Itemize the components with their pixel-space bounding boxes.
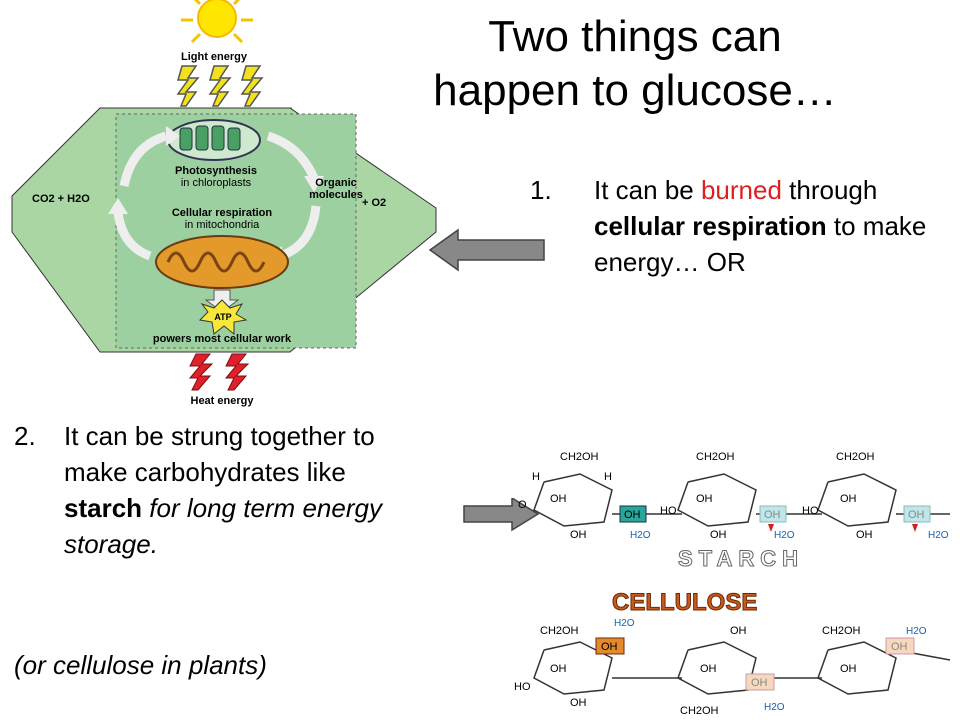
- point-1-mid: through: [781, 175, 878, 205]
- starch-oh-faded-1: OH: [764, 509, 781, 521]
- light-bolts-icon: [176, 65, 264, 107]
- cellulose-oh-4: OH: [730, 625, 747, 637]
- ch2oh-1: CH2OH: [560, 451, 599, 463]
- starch-oh-box-label: OH: [624, 509, 641, 521]
- cellulose-oh-3: OH: [840, 663, 857, 675]
- cellulose-ch2oh-1: CH2OH: [540, 625, 579, 637]
- cellulose-label: CELLULOSE: [612, 589, 757, 616]
- heat-bolts-icon: [188, 353, 250, 391]
- ch2oh-3: CH2OH: [836, 451, 875, 463]
- starch-label: STARCH: [678, 546, 804, 571]
- cellulose-h2o-2: H2O: [764, 702, 785, 713]
- cellulose-oh-box: [595, 637, 625, 655]
- starch-oh-5: OH: [840, 493, 857, 505]
- point-1-number: 1.: [530, 175, 552, 205]
- mitochondria-label: in mitochondria: [185, 219, 260, 231]
- starch-ho-1: HO: [660, 505, 677, 517]
- starch-oh-3: OH: [696, 493, 713, 505]
- cellulose-ch2oh-2: CH2OH: [680, 705, 719, 717]
- cellulose-oh-faded-2: OH: [891, 641, 908, 653]
- starch-h-2: H: [604, 471, 612, 483]
- atp-burst-icon: [198, 299, 248, 336]
- point-1-post: to make energy… OR: [594, 211, 927, 277]
- energy-cycle-diagram: Light energy Photosynthesis in chloropla…: [11, 0, 437, 407]
- starch-h2o-2: H2O: [774, 530, 795, 541]
- slide-title: Two things can happen to glucose…: [400, 10, 870, 118]
- point-2-pre: It can be strung together to make carboh…: [64, 421, 375, 487]
- title-line-2: happen to glucose…: [433, 66, 837, 115]
- powers-label: powers most cellular work: [153, 333, 292, 345]
- starch-oh-4: OH: [710, 529, 727, 541]
- cellulose-oh-5: OH: [570, 697, 587, 709]
- cellulose-chain: CH2OH CH2OH CH2OH HO OH OH OH OH OH OH O…: [514, 618, 951, 717]
- cellulose-ch2oh-3: CH2OH: [822, 625, 861, 637]
- light-energy-label: Light energy: [181, 51, 248, 63]
- co2-h2o-label: CO2 + H2O: [32, 193, 90, 205]
- chloroplast-icon: [167, 119, 261, 161]
- cellulose-ho-1: HO: [514, 681, 531, 693]
- pointer-arrow-starch: [463, 498, 540, 532]
- starch-chain: CH2OH CH2OH CH2OH O H H OH OH OH OH OH O…: [518, 451, 950, 541]
- point-2-number: 2.: [14, 421, 36, 451]
- starch-oh-2: OH: [570, 529, 587, 541]
- point-2-italic: for long term energy storage.: [64, 493, 382, 559]
- mitochondrion-icon: [155, 235, 289, 289]
- photosynthesis-label: Photosynthesis: [175, 165, 257, 177]
- chloroplasts-label: in chloroplasts: [181, 177, 252, 189]
- starch-h2o-1: H2O: [630, 530, 651, 541]
- atp-label: ATP: [214, 312, 231, 322]
- starch-h-1: H: [532, 471, 540, 483]
- point-1-burned: burned: [700, 175, 782, 205]
- point-1-pre: It can be: [594, 175, 701, 205]
- heat-energy-label: Heat energy: [191, 395, 255, 407]
- cellulose-h2o-3: H2O: [906, 626, 927, 637]
- cellulose-oh-faded-1: OH: [751, 677, 768, 689]
- cellulose-oh-box-label: OH: [601, 641, 618, 653]
- starch-ho-2: HO: [802, 505, 819, 517]
- starch-o-1: O: [518, 499, 527, 511]
- starch-oh-6: OH: [856, 529, 873, 541]
- starch-oh-faded-2: OH: [908, 509, 925, 521]
- cellulose-note: (or cellulose in plants): [14, 650, 267, 680]
- organic-label: Organic: [315, 177, 357, 189]
- point-1-text: It can be burned through cellular respir…: [594, 172, 934, 280]
- pointer-arrow-respiration: [428, 228, 545, 272]
- ch2oh-2: CH2OH: [696, 451, 735, 463]
- polysaccharide-structures: CH2OH CH2OH CH2OH O H H OH OH OH OH OH O…: [514, 451, 951, 717]
- title-line-1: Two things can: [488, 12, 782, 61]
- cellular-respiration-label: Cellular respiration: [172, 207, 273, 219]
- sun-icon: [181, 0, 253, 44]
- point-2-text: It can be strung together to make carboh…: [64, 418, 404, 562]
- starch-oh-box: [619, 505, 647, 523]
- starch-oh-1: OH: [550, 493, 567, 505]
- molecules-label: molecules: [309, 189, 363, 201]
- cellulose-h2o-1: H2O: [614, 618, 635, 629]
- cellulose-oh-2: OH: [700, 663, 717, 675]
- cellulose-oh-1: OH: [550, 663, 567, 675]
- o2-label: + O2: [362, 197, 386, 209]
- starch-h2o-3: H2O: [928, 530, 949, 541]
- point-2-bold: starch: [64, 493, 143, 523]
- point-1-bold: cellular respiration: [594, 211, 827, 241]
